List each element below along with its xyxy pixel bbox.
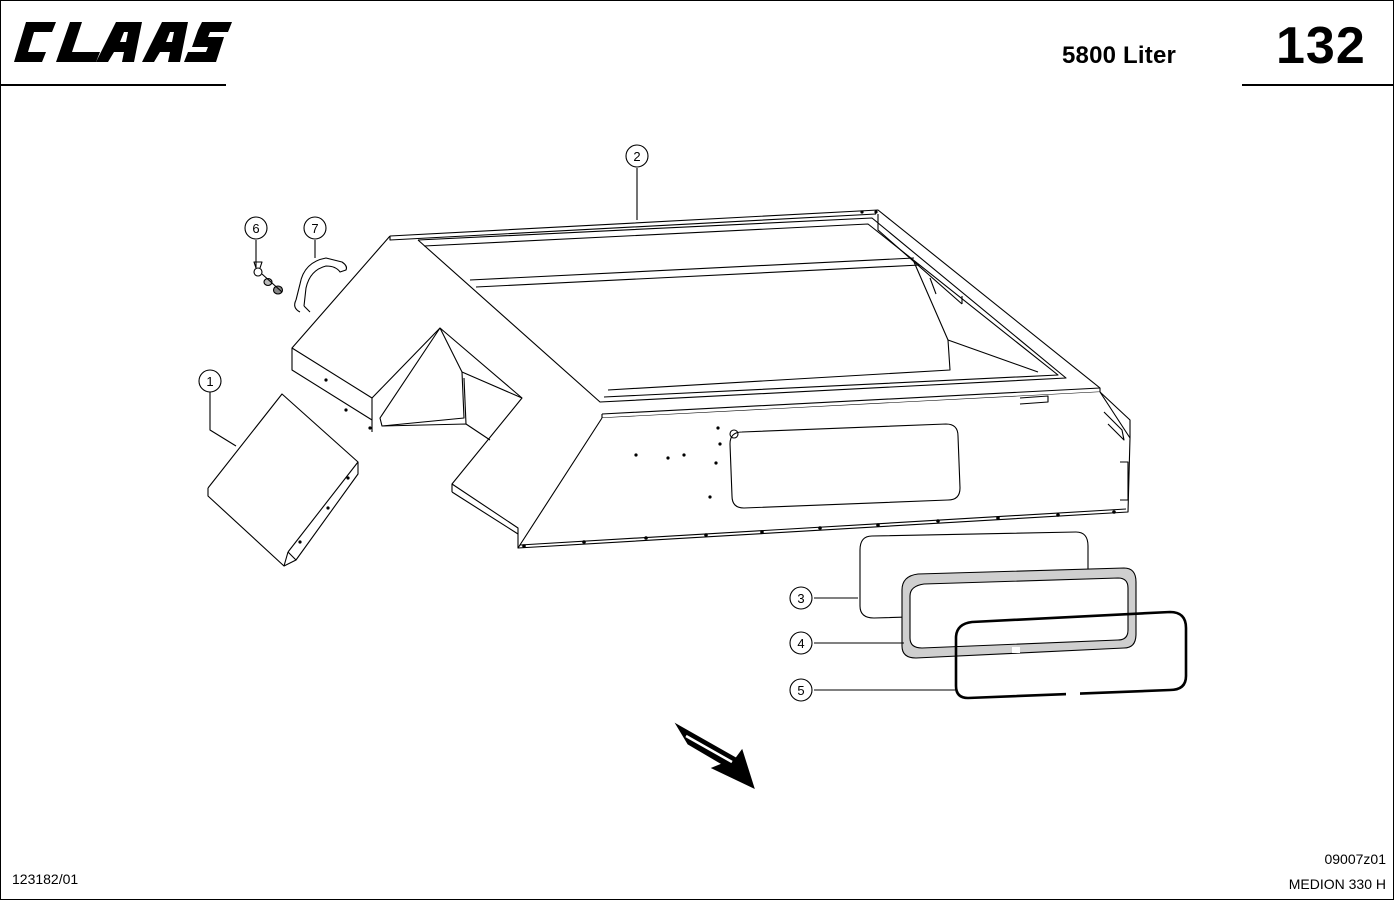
direction-arrow-icon — [674, 722, 755, 789]
callout-5: 5 — [789, 678, 813, 702]
cover-plate — [207, 393, 359, 567]
window-frame-part-5 — [954, 610, 1188, 700]
svg-text:4: 4 — [797, 636, 804, 651]
page-number: 132 — [1276, 17, 1366, 75]
svg-text:3: 3 — [797, 591, 804, 606]
svg-text:6: 6 — [252, 221, 259, 236]
callout-7: 7 — [303, 216, 327, 240]
svg-text:2: 2 — [633, 149, 640, 164]
machine-model: MEDION 330 H — [1288, 876, 1386, 892]
header-rule-left — [0, 84, 226, 86]
claas-logo — [14, 22, 232, 62]
svg-text:5: 5 — [797, 683, 804, 698]
drawing-code: 09007z01 — [1324, 851, 1386, 867]
svg-text:1: 1 — [206, 374, 213, 389]
document-number: 123182/01 — [12, 871, 79, 887]
callout-leaders — [209, 168, 956, 691]
model-title: 5800 Liter — [1062, 42, 1177, 69]
callout-1: 1 — [198, 369, 222, 393]
window-seal-part-4 — [901, 567, 1137, 659]
callout-3: 3 — [789, 586, 813, 610]
handle-and-fasteners — [253, 257, 348, 313]
callout-2: 2 — [625, 144, 649, 168]
svg-text:7: 7 — [311, 221, 318, 236]
callout-6: 6 — [244, 216, 268, 240]
header-rule-right — [1242, 84, 1394, 86]
main-housing — [291, 209, 1131, 549]
callout-4: 4 — [789, 631, 813, 655]
